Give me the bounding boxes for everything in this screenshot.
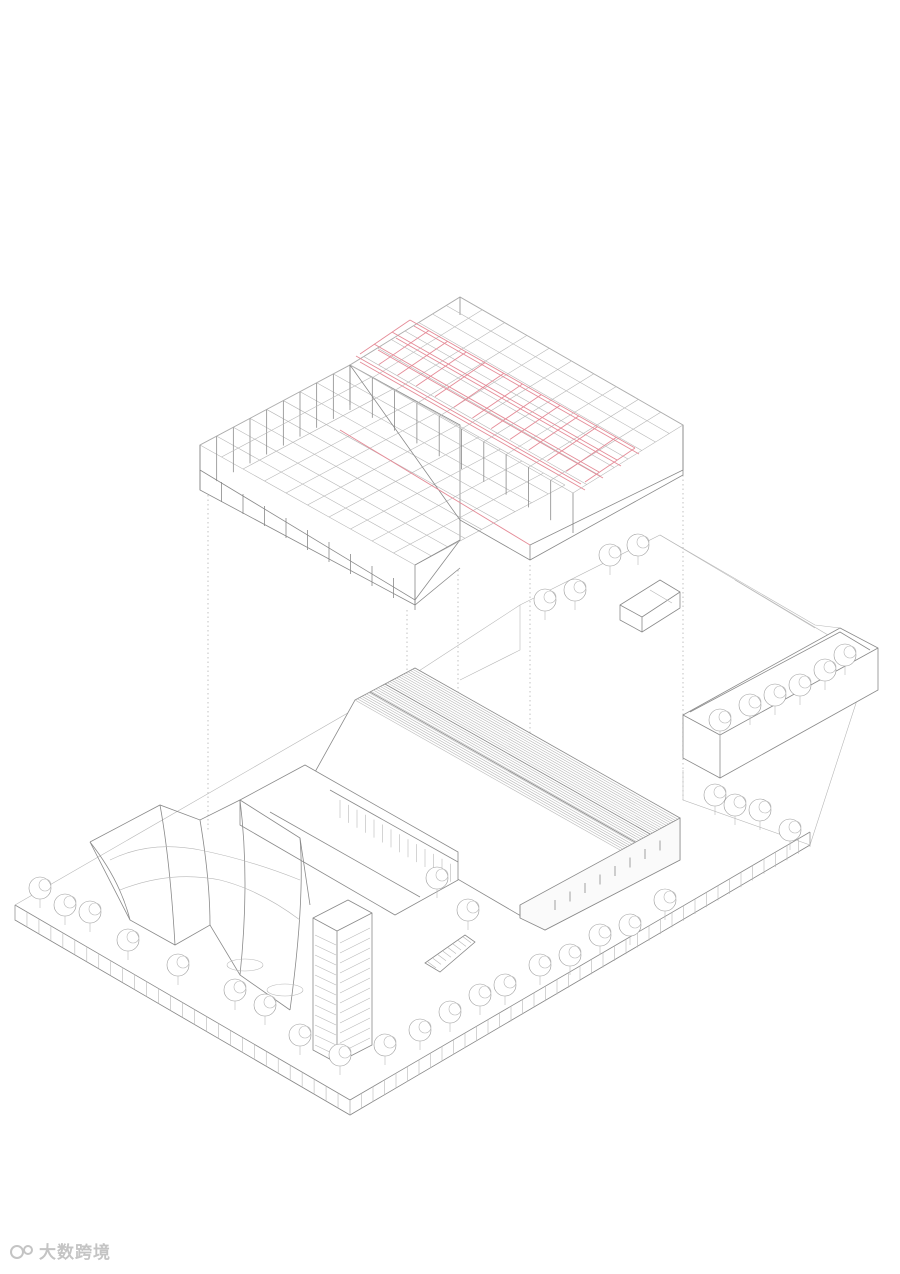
brand-logo-icon: [10, 1245, 33, 1259]
main-building: [239, 667, 681, 931]
exterior-stair: [424, 934, 476, 973]
trees: [28, 533, 857, 1075]
structural-frame: [199, 296, 684, 610]
truck: [619, 579, 681, 633]
stair-tower: [312, 899, 373, 1064]
tensile-canopy: [89, 799, 311, 1011]
highlighted-roof-beams: [339, 319, 640, 546]
watermark-text: 大数跨境: [39, 1243, 111, 1263]
